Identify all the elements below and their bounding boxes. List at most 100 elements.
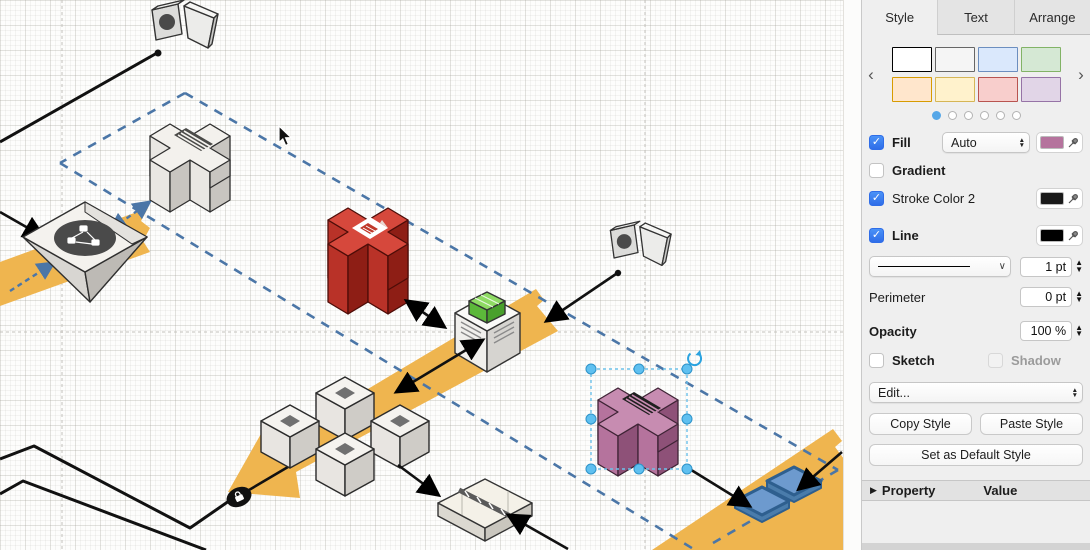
property-value-header[interactable]: ▶ Property Value bbox=[862, 480, 1090, 501]
format-panel-tabs: Style Text Arrange bbox=[862, 0, 1090, 35]
green-app-box bbox=[468, 291, 506, 324]
sketch-label: Sketch bbox=[892, 353, 935, 368]
gradient-checkbox[interactable] bbox=[869, 163, 884, 178]
cube bbox=[315, 432, 375, 497]
perimeter-stepper[interactable]: ▲▼ bbox=[1075, 288, 1083, 304]
chevron-down-icon: ∨ bbox=[998, 261, 1006, 272]
gadget-shape-top[interactable] bbox=[151, 0, 219, 49]
format-panel: Style Text Arrange ‹ › Fill Auto ▲▼ bbox=[861, 0, 1090, 550]
line-color-swatch bbox=[1040, 229, 1064, 242]
stroke-color2-button[interactable] bbox=[1036, 188, 1083, 209]
pager-dot[interactable] bbox=[947, 111, 957, 120]
diagram-canvas[interactable] bbox=[0, 0, 843, 550]
fill-checkbox[interactable] bbox=[869, 135, 884, 150]
line-label: Line bbox=[892, 228, 919, 243]
set-default-style-button[interactable]: Set as Default Style bbox=[869, 444, 1083, 466]
selection-handles[interactable] bbox=[585, 363, 693, 475]
fill-row: Fill Auto ▲▼ bbox=[869, 132, 1083, 153]
perimeter-input[interactable] bbox=[1020, 287, 1073, 307]
edit-style-row: Edit... ▲▼ bbox=[869, 382, 1083, 403]
property-header-label: Property bbox=[881, 483, 936, 498]
copy-style-button[interactable]: Copy Style bbox=[869, 413, 972, 435]
red-isometric-tower[interactable] bbox=[327, 207, 409, 315]
diagram-svg bbox=[0, 0, 843, 550]
lock-node-icon[interactable] bbox=[223, 483, 255, 511]
rotate-handle-icon[interactable] bbox=[687, 350, 703, 367]
preset-next-button[interactable]: › bbox=[1078, 64, 1084, 84]
purple-isometric-server-selected[interactable] bbox=[597, 387, 679, 477]
gadget-shape-right[interactable] bbox=[609, 220, 672, 267]
shadow-label: Shadow bbox=[1011, 353, 1061, 368]
preset-prev-button[interactable]: ‹ bbox=[868, 64, 874, 84]
perimeter-label: Perimeter bbox=[869, 289, 926, 305]
fill-color-button[interactable] bbox=[1036, 132, 1083, 153]
line-color-button[interactable] bbox=[1036, 225, 1083, 246]
line-style-row: ∨ ▲▼ bbox=[869, 256, 1083, 277]
style-preset-swatch[interactable] bbox=[891, 77, 932, 102]
tab-arrange[interactable]: Arrange bbox=[1013, 0, 1090, 35]
connector-line[interactable] bbox=[0, 49, 162, 144]
tab-text[interactable]: Text bbox=[937, 0, 1014, 35]
line-row: Line bbox=[869, 225, 1083, 246]
style-preset-swatch[interactable] bbox=[977, 77, 1018, 102]
perimeter-row: Perimeter ▲▼ bbox=[869, 287, 1083, 307]
gray-isometric-server[interactable] bbox=[149, 123, 231, 213]
pager-dot[interactable] bbox=[995, 111, 1005, 120]
style-preset-grid bbox=[878, 47, 1074, 102]
stroke-color2-checkbox[interactable] bbox=[869, 191, 884, 206]
copy-paste-row: Copy Style Paste Style bbox=[869, 413, 1083, 435]
mouse-cursor bbox=[278, 124, 293, 147]
paste-style-button[interactable]: Paste Style bbox=[980, 413, 1083, 435]
opacity-label: Opacity bbox=[869, 323, 917, 339]
pager-dot[interactable] bbox=[963, 111, 973, 120]
panel-bottom-strip bbox=[862, 543, 1090, 550]
page-boundary-lines bbox=[0, 0, 843, 550]
shadow-checkbox[interactable] bbox=[988, 353, 1003, 368]
stroke-color2-label: Stroke Color 2 bbox=[892, 191, 976, 206]
stroke-color2-row: Stroke Color 2 bbox=[869, 188, 1083, 209]
pentagon-network-shape[interactable] bbox=[22, 201, 148, 303]
style-preset-carousel: ‹ › bbox=[864, 47, 1088, 102]
fill-color-swatch bbox=[1040, 136, 1064, 149]
pager-dot[interactable] bbox=[1011, 111, 1021, 120]
opacity-stepper[interactable]: ▲▼ bbox=[1075, 322, 1083, 338]
style-preset-swatch[interactable] bbox=[1020, 77, 1061, 102]
line-checkbox[interactable] bbox=[869, 228, 884, 243]
stroke-color2-swatch bbox=[1040, 192, 1064, 205]
disclosure-triangle-icon: ▶ bbox=[870, 485, 877, 495]
dashed-flow-arrows[interactable] bbox=[9, 200, 152, 293]
tab-style[interactable]: Style bbox=[862, 0, 938, 35]
cube-cluster[interactable] bbox=[260, 376, 430, 497]
line-width-input[interactable] bbox=[1020, 256, 1073, 277]
cube bbox=[260, 404, 320, 469]
fill-label: Fill bbox=[892, 135, 911, 150]
style-controls: Fill Auto ▲▼ Gradient Str bbox=[862, 120, 1090, 501]
package-shape[interactable] bbox=[437, 478, 533, 542]
line-style-sample bbox=[878, 266, 970, 267]
line-style-select[interactable]: ∨ bbox=[869, 256, 1011, 277]
selection-overlay bbox=[585, 350, 703, 475]
style-preset-swatch[interactable] bbox=[977, 47, 1018, 72]
opacity-input[interactable] bbox=[1020, 321, 1073, 341]
fill-mode-select[interactable]: Auto ▲▼ bbox=[942, 132, 1030, 153]
edit-style-select[interactable]: Edit... ▲▼ bbox=[869, 382, 1083, 403]
style-preset-swatch[interactable] bbox=[934, 77, 975, 102]
updown-arrows-icon: ▲▼ bbox=[1018, 136, 1025, 149]
connector-arrows[interactable] bbox=[393, 269, 843, 550]
pager-dot[interactable] bbox=[931, 111, 941, 120]
connector-polyline[interactable] bbox=[0, 444, 294, 550]
eyedropper-icon bbox=[1068, 193, 1078, 203]
pager-dot[interactable] bbox=[979, 111, 989, 120]
sketch-checkbox[interactable] bbox=[869, 353, 884, 368]
line-width-stepper[interactable]: ▲▼ bbox=[1075, 258, 1083, 274]
default-style-row: Set as Default Style bbox=[869, 444, 1083, 466]
fill-mode-value: Auto bbox=[951, 135, 977, 150]
canvas-scrollbar-gutter[interactable] bbox=[843, 0, 861, 550]
style-preset-swatch[interactable] bbox=[891, 47, 932, 72]
preset-pager bbox=[862, 111, 1090, 120]
eyedropper-icon bbox=[1068, 137, 1078, 147]
style-preset-swatch[interactable] bbox=[934, 47, 975, 72]
updown-arrows-icon: ▲▼ bbox=[1071, 386, 1078, 399]
style-preset-swatch[interactable] bbox=[1020, 47, 1061, 72]
